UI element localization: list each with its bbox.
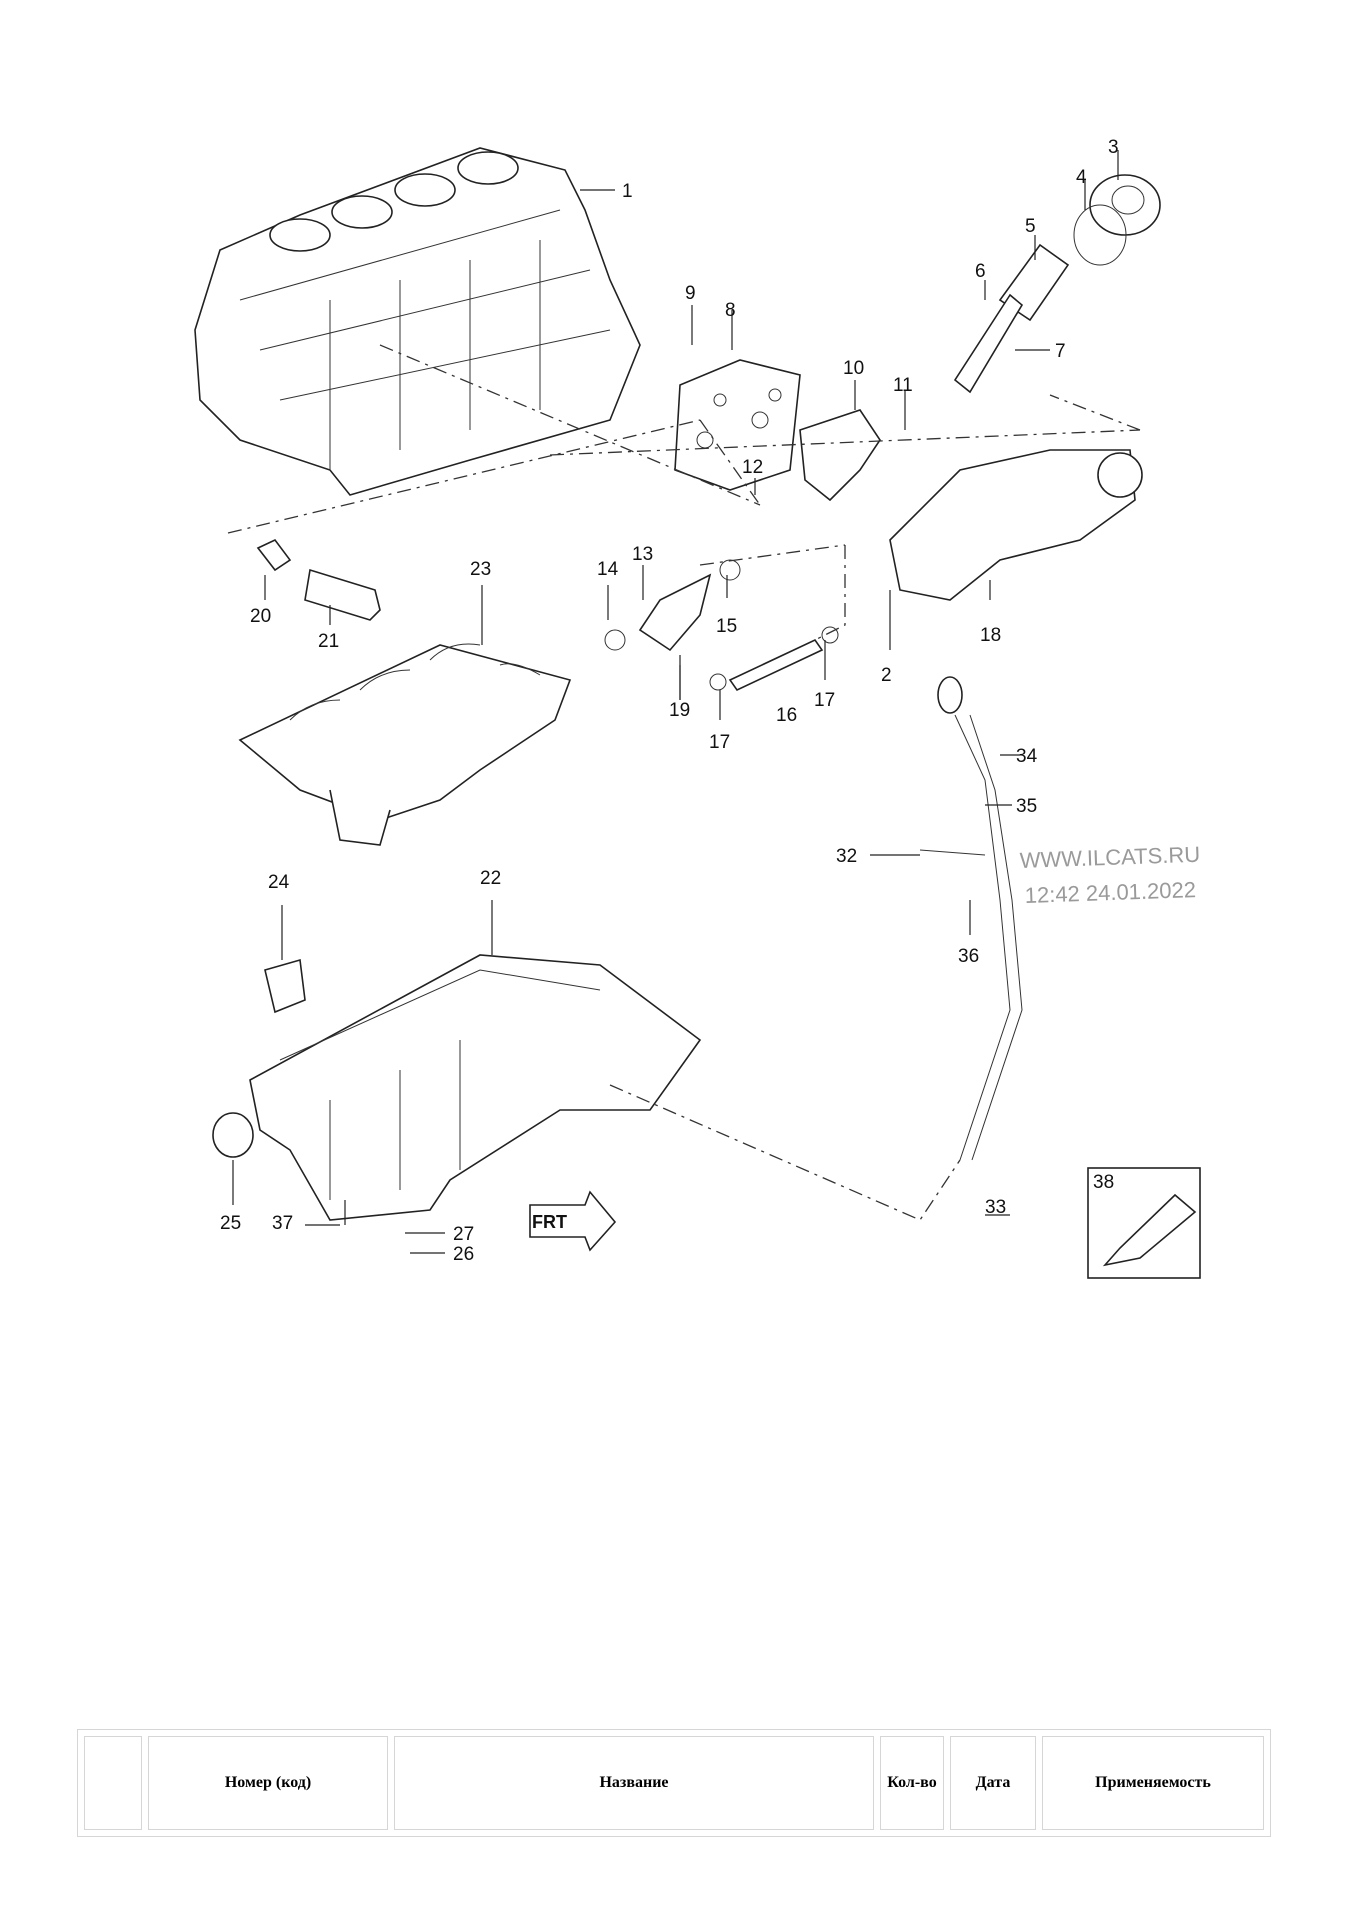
callout: 10 [843,358,864,379]
callout: 4 [1076,167,1087,188]
front-direction-arrow: FRT [529,1190,617,1252]
engine-block [194,147,641,496]
callout: 24 [268,872,290,893]
callout: 16 [776,705,797,726]
sealant-inset [1087,1167,1201,1279]
callout: 19 [669,700,690,721]
assembly-lines [227,344,1141,1221]
callout: 26 [453,1244,474,1265]
callout: 11 [893,375,913,396]
callout: 7 [1055,341,1066,362]
watermark: WWW.ILCATS.RU 12:42 24.01.2022 [1019,842,1200,908]
parts-table: Номер (код) Название Кол-во Дата Применя… [77,1729,1271,1837]
dipstick [919,676,1023,1161]
callout: 18 [980,625,1001,646]
arrow-label: FRT [532,1212,567,1232]
col-header-date: Дата [950,1736,1036,1830]
callout: 34 [1016,746,1038,767]
col-header-quantity: Кол-во [880,1736,944,1830]
callout: 17 [709,732,730,753]
callout: 33 [985,1197,1006,1218]
watermark-timestamp: 12:42 24.01.2022 [1024,877,1196,908]
callout: 21 [318,631,339,652]
callout: 13 [632,544,653,565]
callout: 1 [622,181,633,202]
callout: 37 [272,1213,293,1234]
col-header-part-number: Номер (код) [148,1736,388,1830]
callout: 14 [597,559,619,580]
callout: 9 [685,283,696,304]
callout: 22 [480,868,501,889]
callout: 17 [814,690,835,711]
callout: 36 [958,946,979,967]
callout: 25 [220,1213,241,1234]
table-header-row: Номер (код) Название Кол-во Дата Применя… [84,1736,1264,1830]
callout: 32 [836,846,857,867]
oil-pipe-16 [709,626,839,692]
callout: 5 [1025,216,1036,237]
callout-labels: 1 2 3 4 5 6 7 8 9 10 11 12 13 14 15 16 1… [220,137,1119,1265]
callout: 8 [725,300,736,321]
callout: 12 [742,457,763,478]
sensor-20 [256,538,292,572]
callout: 3 [1108,137,1119,158]
oil-pipe-13 [604,559,741,652]
parts-diagram: FRT 1 2 3 4 5 6 7 8 9 10 11 12 13 14 15 … [194,137,1201,1279]
callout: 35 [1016,796,1037,817]
leader-lines [232,150,1119,1254]
callout: 20 [250,606,271,627]
callout: 6 [975,261,986,282]
bearing-ladder [238,643,572,846]
callout: 27 [453,1224,474,1245]
cooler-gasket [799,409,881,502]
sleeve-21 [304,568,381,621]
callout: 38 [1093,1172,1114,1193]
callout: 2 [881,665,892,686]
strainer-24 [264,958,306,1014]
callout: 23 [470,559,491,580]
col-header-applicability: Применяемость [1042,1736,1264,1830]
col-header-name: Название [394,1736,874,1830]
callout: 15 [716,616,737,637]
col-header-index [84,1736,142,1830]
oil-cooler [674,359,801,491]
watermark-site: WWW.ILCATS.RU [1019,842,1200,873]
oil-filter-housing [889,449,1143,601]
oil-filter [953,243,1070,394]
oil-pan [212,954,702,1221]
oil-filter-cap [1073,174,1161,266]
